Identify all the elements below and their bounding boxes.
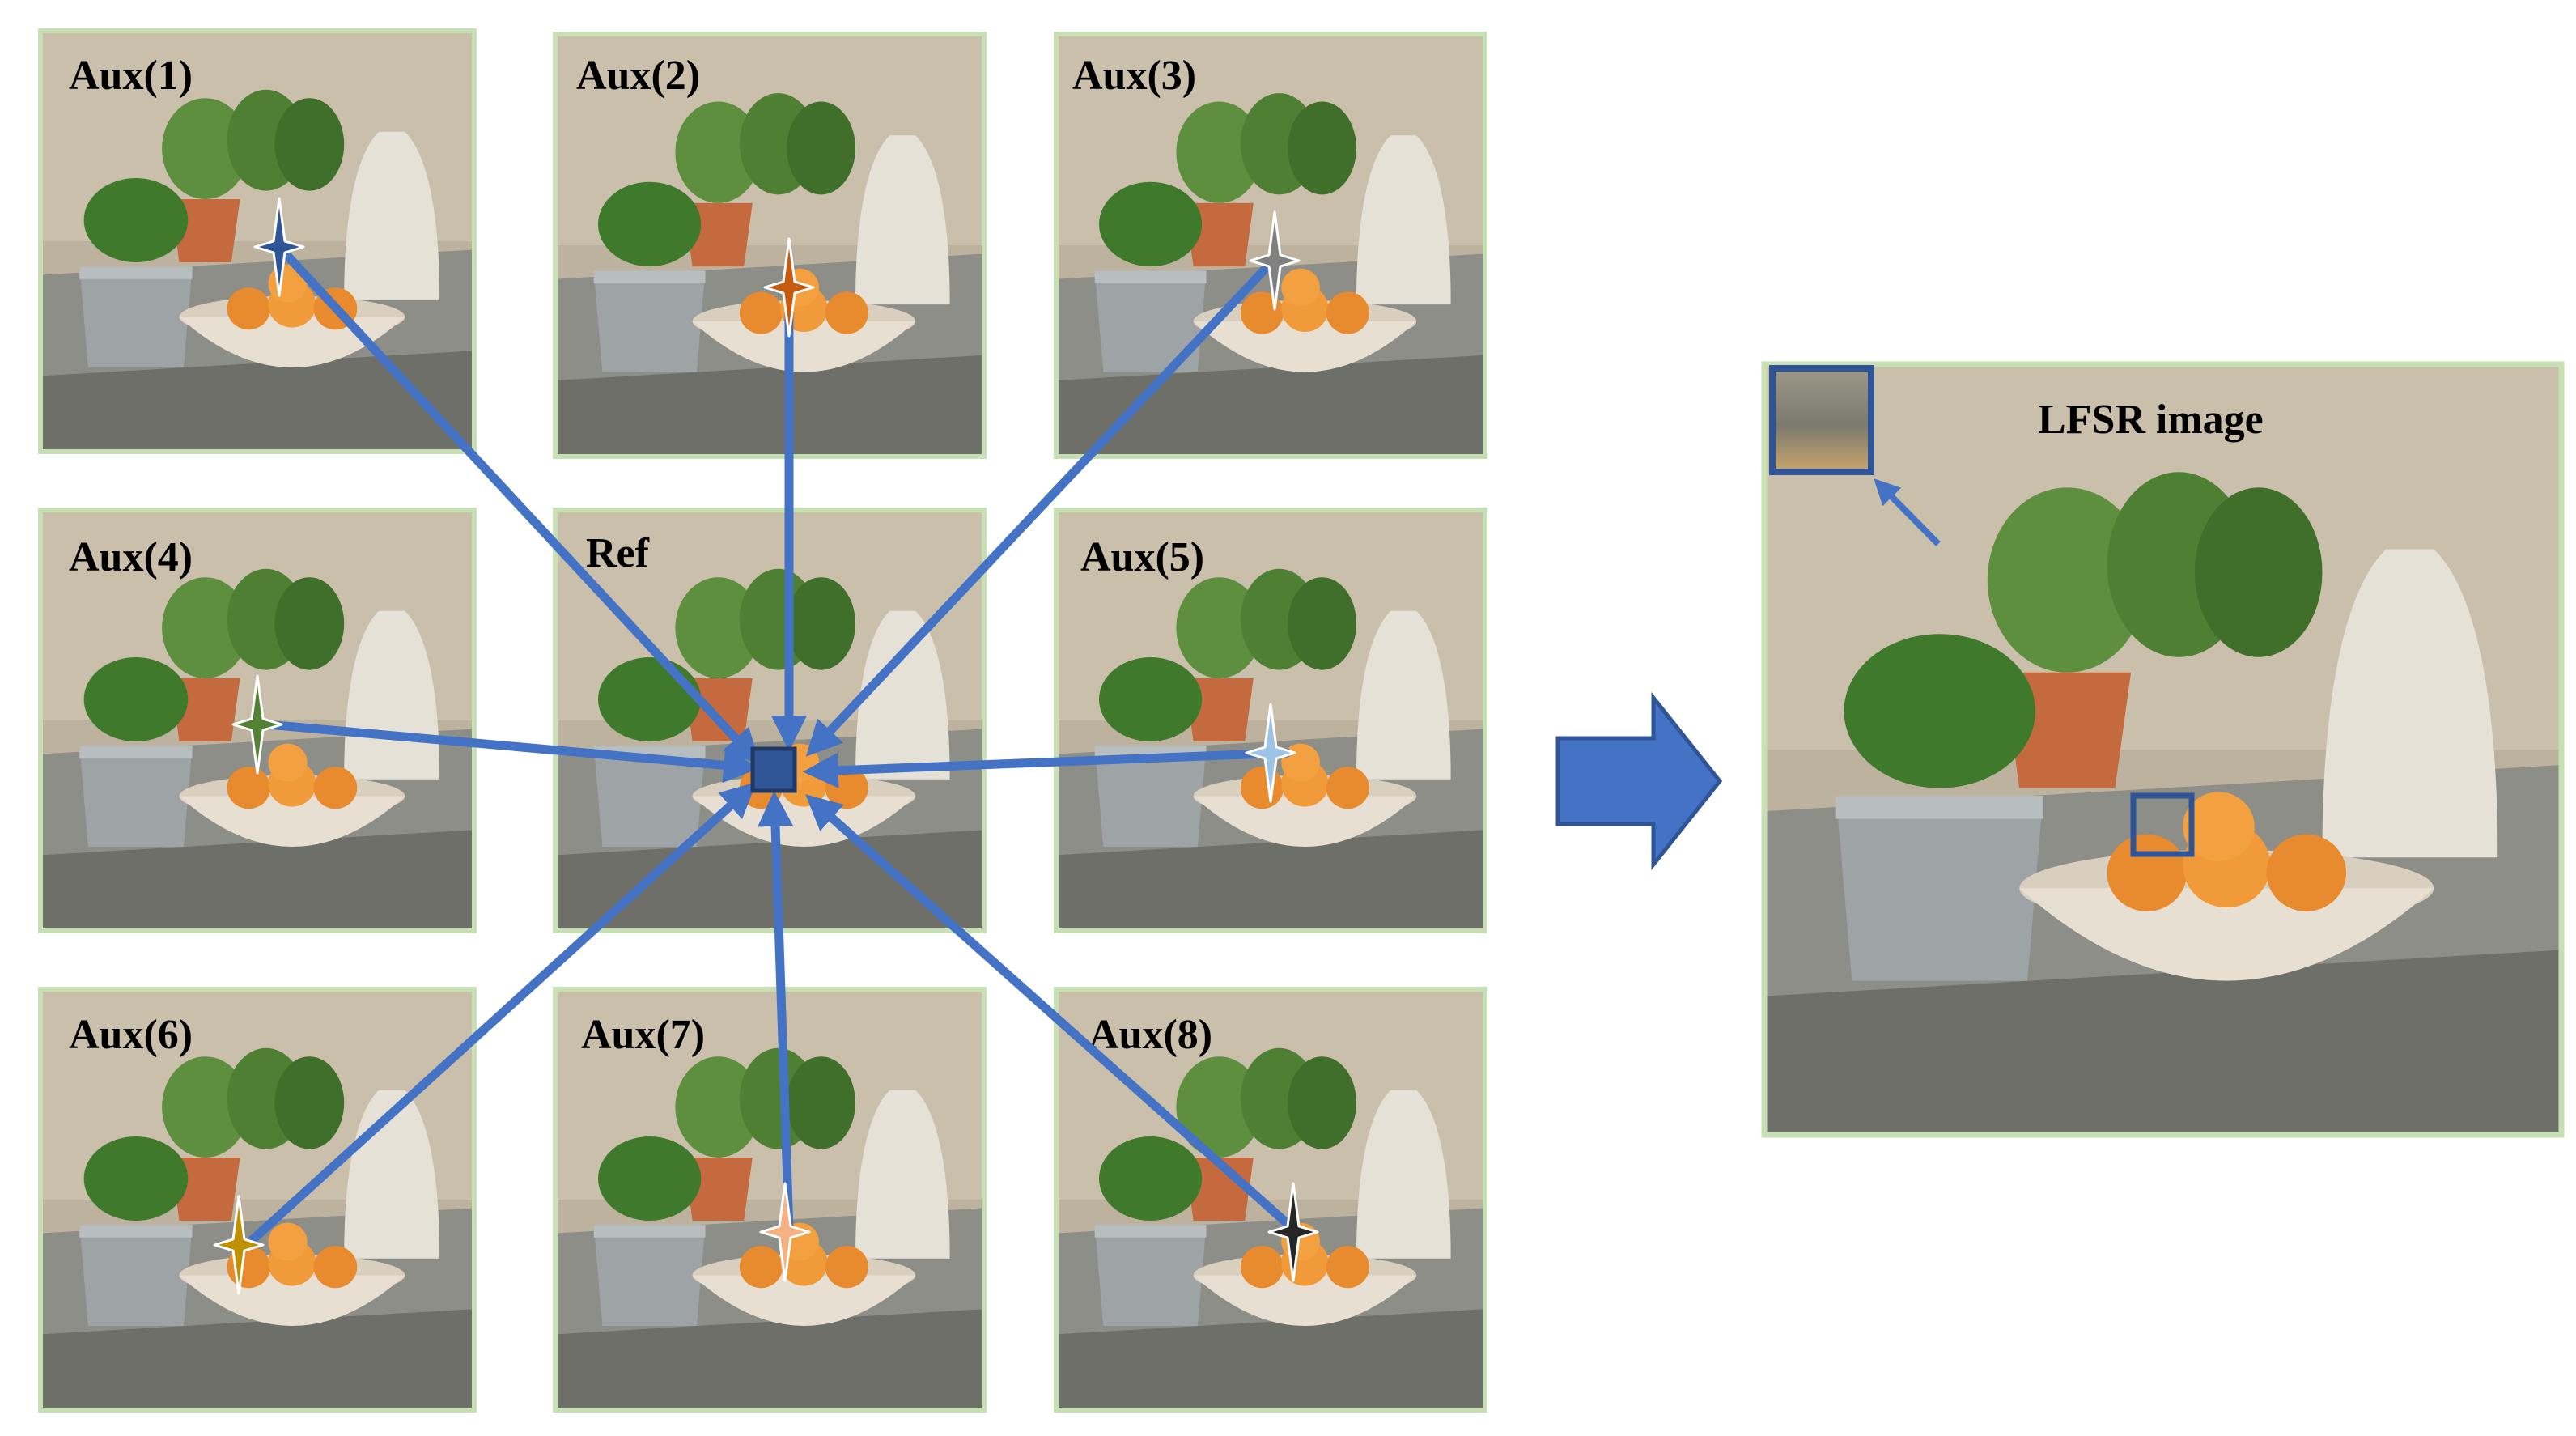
lfsr-title: LFSR image [2038,397,2264,443]
arrow-aux4 [262,720,760,784]
label-aux6: Aux(6) [69,1012,193,1058]
label-aux8: Aux(8) [1089,1012,1212,1058]
panel-aux5: Aux(5) [1054,508,1487,933]
label-ref: Ref [586,530,650,576]
panel-aux8: Aux(8) [1054,987,1487,1413]
panel-aux7: Aux(7) [553,987,987,1413]
arrow-aux3 [805,258,1275,757]
lfsr-square-marker-icon [2130,792,2195,857]
panel-aux6: Aux(6) [38,987,477,1413]
label-aux2: Aux(2) [576,53,700,99]
arrow-aux1 [274,242,760,765]
label-aux3: Aux(3) [1072,53,1196,99]
panel-aux4: Aux(4) [38,508,477,933]
label-aux5: Aux(5) [1080,534,1204,580]
ref-square-marker-icon [750,746,797,793]
panel-ref: Ref [553,508,987,933]
panel-aux1: Aux(1) [38,28,477,454]
arrow-aux7 [758,790,794,1235]
arrow-aux5 [802,748,1292,788]
panel-aux2: Aux(2) [553,32,987,459]
label-aux4: Aux(4) [69,534,193,580]
arrow-aux8 [805,794,1300,1235]
block-arrow-right-icon [1555,691,1723,871]
label-aux7: Aux(7) [581,1012,705,1058]
label-aux1: Aux(1) [69,53,193,99]
panel-lfsr-output: LFSR image [1761,361,2565,1138]
inset-arrow [1874,478,1941,546]
zoom-inset [1769,365,1874,475]
arrow-aux6 [242,782,757,1250]
panel-aux3: Aux(3) [1054,32,1487,459]
